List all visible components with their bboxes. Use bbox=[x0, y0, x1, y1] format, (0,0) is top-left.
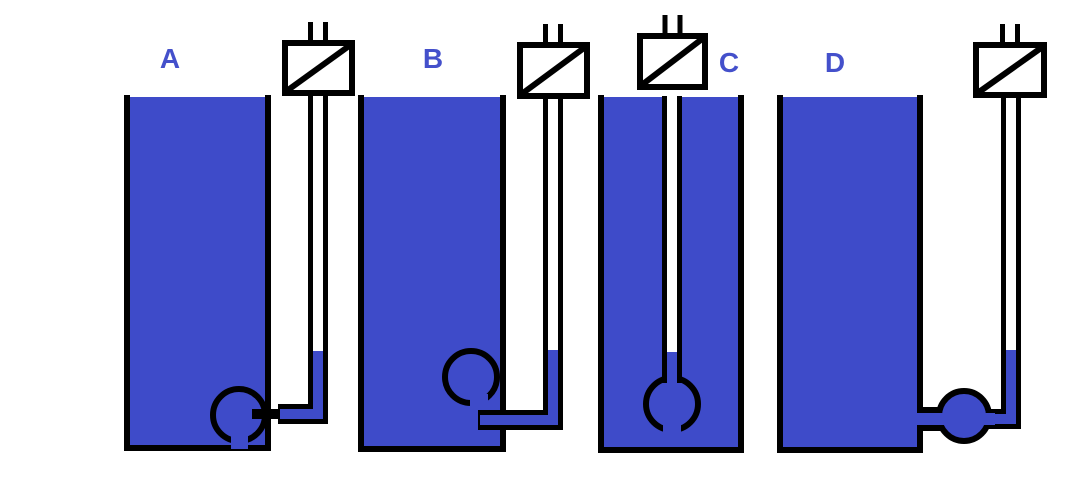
pump-b-intake-gap bbox=[470, 394, 488, 407]
tank-d-bottom-wall bbox=[777, 447, 923, 453]
tank-c-left-wall bbox=[598, 95, 604, 453]
tank-c-bottom-wall bbox=[598, 447, 744, 453]
meter-d-diagonal bbox=[977, 45, 1043, 95]
apparatus-d: D bbox=[777, 24, 1047, 453]
apparatus-a: A bbox=[124, 22, 355, 451]
meter-a-diagonal bbox=[286, 43, 351, 93]
pipe-a-liquid bbox=[280, 351, 323, 419]
pump-c-intake-gap bbox=[663, 424, 681, 437]
tank-c-right-wall bbox=[738, 95, 744, 453]
tank-d-liquid bbox=[783, 97, 917, 447]
pump-d-outlet-gap bbox=[981, 413, 995, 425]
tank-b-right-wall bbox=[500, 95, 506, 452]
pump-d-inlet-gap bbox=[933, 413, 947, 425]
label-a: A bbox=[160, 43, 180, 74]
tank-a-left-wall bbox=[124, 95, 130, 451]
pump-a-outlet-stub bbox=[252, 409, 282, 419]
pipe-b-liquid bbox=[480, 350, 558, 425]
label-b: B bbox=[423, 43, 443, 74]
meter-b-diagonal bbox=[521, 45, 586, 96]
pump-a-intake-gap bbox=[231, 436, 248, 449]
tank-a-bottom-wall bbox=[124, 445, 271, 451]
tank-d-right-wall bbox=[917, 95, 923, 453]
tank-b-left-wall bbox=[358, 95, 364, 452]
label-c: C bbox=[719, 47, 739, 78]
meter-c-diagonal bbox=[641, 36, 704, 87]
apparatus-c: C bbox=[598, 15, 744, 453]
label-d: D bbox=[825, 47, 845, 78]
pipe-a-outer bbox=[278, 96, 328, 424]
tank-d-left-wall bbox=[777, 95, 783, 453]
tank-b-bottom-wall bbox=[358, 446, 506, 452]
tank-a-right-wall bbox=[265, 95, 271, 451]
apparatus-b: B bbox=[358, 24, 590, 452]
